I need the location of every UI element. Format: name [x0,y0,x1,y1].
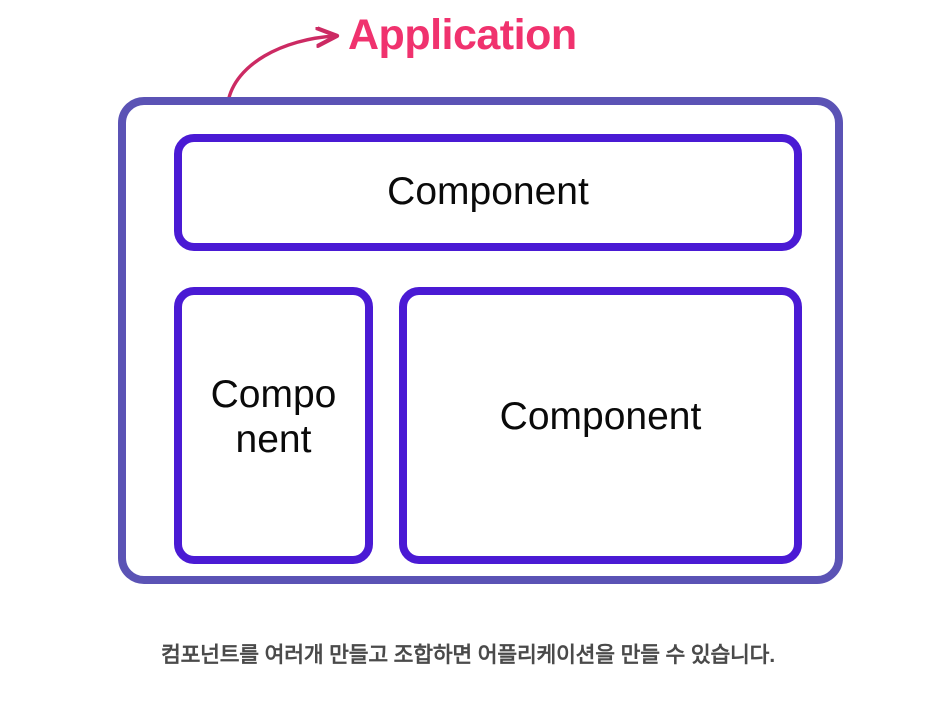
application-container: Component Compo nent Component [118,97,843,584]
component-label: Component [499,395,702,438]
application-callout-label: Application [348,11,577,59]
component-box-top: Component [174,134,802,251]
caption-text: 컴포넌트를 여러개 만들고 조합하면 어플리케이션을 만들 수 있습니다. [160,643,775,667]
component-label: Compo nent [210,373,337,461]
curved-double-arrow-icon [195,18,365,113]
component-box-bottom-left: Compo nent [174,287,373,564]
component-label: Component [387,170,589,214]
component-box-bottom-right: Component [399,287,802,564]
